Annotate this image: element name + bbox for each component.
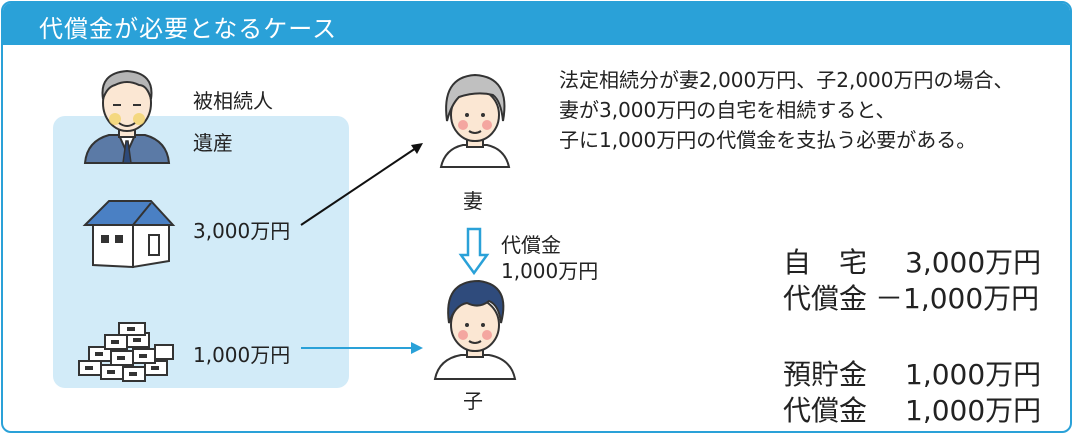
- wife-label: 妻: [463, 189, 483, 213]
- calc-label-savings: 預貯金: [783, 358, 868, 391]
- compensation-arrow-icon: [458, 227, 490, 276]
- money-stack-icon: [78, 322, 174, 382]
- child-label: 子: [463, 389, 483, 413]
- house-to-wife-arrow: [300, 143, 423, 226]
- transfer-label: 代償金: [501, 233, 561, 257]
- note-line: 法定相続分が妻2,000万円、子2,000万円の場合、: [559, 68, 1014, 92]
- house-amount: 3,000万円: [193, 219, 291, 243]
- decedent-label: 被相続人: [193, 89, 273, 113]
- diagram-title: 代償金が必要となるケース: [39, 15, 338, 43]
- calc-value-compensation-minus: －1,000万円: [875, 282, 1040, 315]
- calc-value-compensation-received: 1,000万円: [905, 394, 1042, 427]
- child-icon: [433, 279, 517, 380]
- house-icon: [82, 200, 176, 269]
- estate-label: 遺産: [193, 131, 233, 155]
- note-line: 妻が3,000万円の自宅を相続すると、: [559, 98, 896, 122]
- savings-amount: 1,000万円: [193, 343, 291, 367]
- explanation-note: 法定相続分が妻2,000万円、子2,000万円の場合、 妻が3,000万円の自宅…: [559, 65, 1014, 155]
- decedent-icon: [83, 69, 171, 164]
- calc-label-compensation-received: 代償金: [783, 394, 868, 427]
- title-bar: 代償金が必要となるケース: [3, 3, 1070, 45]
- transfer-amount: 1,000万円: [501, 259, 599, 283]
- calc-label-home: 自 宅: [783, 246, 868, 279]
- savings-to-child-arrow: [301, 342, 423, 354]
- calc-value-savings: 1,000万円: [905, 358, 1042, 391]
- wife-icon: [439, 73, 511, 168]
- note-line: 子に1,000万円の代償金を支払う必要がある。: [559, 128, 977, 152]
- calc-label-compensation: 代償金: [783, 282, 868, 315]
- calc-value-home: 3,000万円: [905, 246, 1042, 279]
